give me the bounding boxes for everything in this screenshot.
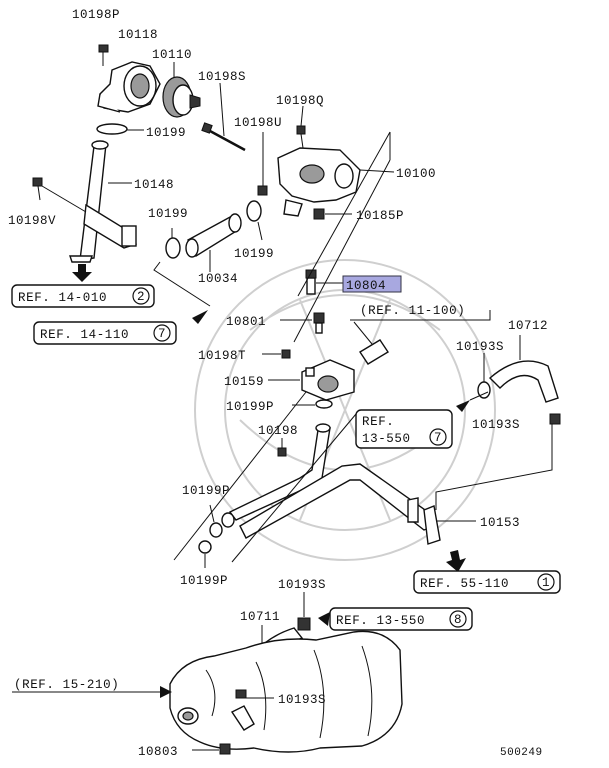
o-ring-10199P-lower-shape: [198, 540, 212, 554]
sensor-10801-shape: [280, 312, 325, 334]
thermostat-10110-shape: [162, 62, 201, 118]
label-10034: 10034: [198, 272, 238, 286]
label-10198U: 10198U: [234, 116, 282, 130]
ref-box-14-110[interactable]: REF. 14-110 7: [33, 321, 177, 345]
o-ring-10199-left-shape: [165, 237, 181, 259]
ref-11-100[interactable]: (REF. 11-100): [360, 304, 465, 318]
bolt-10198P-shape: [98, 44, 109, 66]
ref-box-55-110[interactable]: REF. 55-110 1: [413, 570, 561, 594]
label-10199P-mid: 10199P: [182, 484, 230, 498]
bolt-10198U-shape: [257, 132, 268, 196]
hose-clamp-10193S-c-shape: [297, 592, 311, 631]
label-10193S-b: 10193S: [472, 418, 520, 432]
label-10100: 10100: [396, 167, 436, 181]
diagram-id: 500249: [500, 747, 543, 759]
arrow-ref-14-110-icon: [192, 310, 208, 324]
o-ring-10199P-upper-shape: [315, 399, 333, 409]
label-10199P-lower: 10199P: [180, 574, 228, 588]
bolt-10198T-shape: [262, 349, 291, 359]
leader-lines: [12, 131, 553, 693]
label-10198P: 10198P: [72, 8, 120, 22]
ref-14-010-text: REF. 14-010: [18, 291, 107, 305]
o-ring-10199P-mid-shape: [209, 522, 223, 538]
hose-10712-shape: [488, 335, 559, 403]
hose-10034-shape: [185, 213, 242, 272]
label-10198: 10198: [258, 424, 298, 438]
arrows: [72, 264, 470, 698]
label-10199P-upper: 10199P: [226, 400, 274, 414]
water-housing-10100-shape: [277, 147, 395, 217]
label-10199-right: 10199: [234, 247, 274, 261]
label-10803: 10803: [138, 745, 178, 759]
label-10711: 10711: [240, 610, 280, 624]
highlight-10804: [342, 275, 402, 293]
hose-clamp-10193S-a-shape: [477, 353, 491, 399]
label-10198S: 10198S: [198, 70, 246, 84]
arrow-ref-55-110-icon: [446, 550, 466, 572]
ref-13-550-a-num: 7: [434, 431, 442, 445]
label-10153: 10153: [480, 516, 520, 530]
ref-13-550-b-text: REF. 13-550: [336, 614, 425, 628]
water-outlet-elbow-10118-shape: [97, 61, 161, 113]
o-ring-10199-right-shape: [246, 200, 262, 222]
ref-14-010-num: 2: [137, 290, 145, 304]
bolt-10198V-shape: [32, 177, 87, 213]
ref-13-550-a-line1: REF.: [362, 415, 394, 429]
hose-clamp-10193S-b-shape: [549, 413, 561, 425]
hose-clamp-10193S-d-shape: [235, 689, 274, 699]
arrow-ref-15-210-icon: [160, 686, 172, 698]
label-10712: 10712: [508, 319, 548, 333]
bolt-10198S-shape: [201, 82, 246, 152]
label-10198T: 10198T: [198, 349, 246, 363]
label-10193S-a: 10193S: [456, 340, 504, 354]
label-10199-left: 10199: [148, 207, 188, 221]
connector-ref-11-100-shape: [350, 310, 491, 365]
ref-box-13-550-a[interactable]: REF. 13-550 7: [355, 409, 453, 449]
label-10148: 10148: [134, 178, 174, 192]
ref-13-550-a-line2: 13-550: [362, 432, 411, 446]
label-10110: 10110: [152, 48, 192, 62]
water-pipe-10148-shape: [69, 140, 137, 263]
ref-13-550-b-num: 8: [454, 613, 462, 627]
water-pipe-assembly-shape: [221, 423, 441, 545]
label-10198Q: 10198Q: [276, 94, 324, 108]
bolt-10198-shape: [277, 438, 287, 457]
ref-14-110-num: 7: [158, 327, 166, 341]
label-10193S-c: 10193S: [278, 578, 326, 592]
label-10199-upper: 10199: [146, 126, 186, 140]
ref-box-13-550-b[interactable]: REF. 13-550 8: [329, 607, 473, 631]
label-10804: 10804: [346, 279, 386, 293]
label-10193S-d: 10193S: [278, 693, 326, 707]
arrow-ref-13-550-a-icon: [456, 400, 470, 412]
intake-manifold-shape: [169, 630, 403, 753]
arrow-ref-13-550-b-icon: [318, 612, 330, 626]
label-10185P: 10185P: [356, 209, 404, 223]
ref-55-110-text: REF. 55-110: [420, 577, 509, 591]
ref-55-110-num: 1: [542, 576, 550, 590]
plug-10185P-shape: [313, 208, 352, 220]
label-10198V: 10198V: [8, 214, 56, 228]
ref-box-14-010[interactable]: REF. 14-010 2: [11, 284, 155, 308]
label-10159: 10159: [224, 375, 264, 389]
bolt-10198Q-shape: [296, 105, 306, 149]
ref-15-210[interactable]: (REF. 15-210): [14, 678, 119, 692]
sensor-10804-shape: [305, 269, 343, 295]
label-10801: 10801: [226, 315, 266, 329]
housing-10159-shape: [268, 359, 355, 401]
label-10118: 10118: [118, 28, 158, 42]
o-ring-10199-upper-shape: [96, 123, 128, 135]
sensor-10803-shape: [192, 743, 231, 755]
ref-14-110-text: REF. 14-110: [40, 328, 129, 342]
